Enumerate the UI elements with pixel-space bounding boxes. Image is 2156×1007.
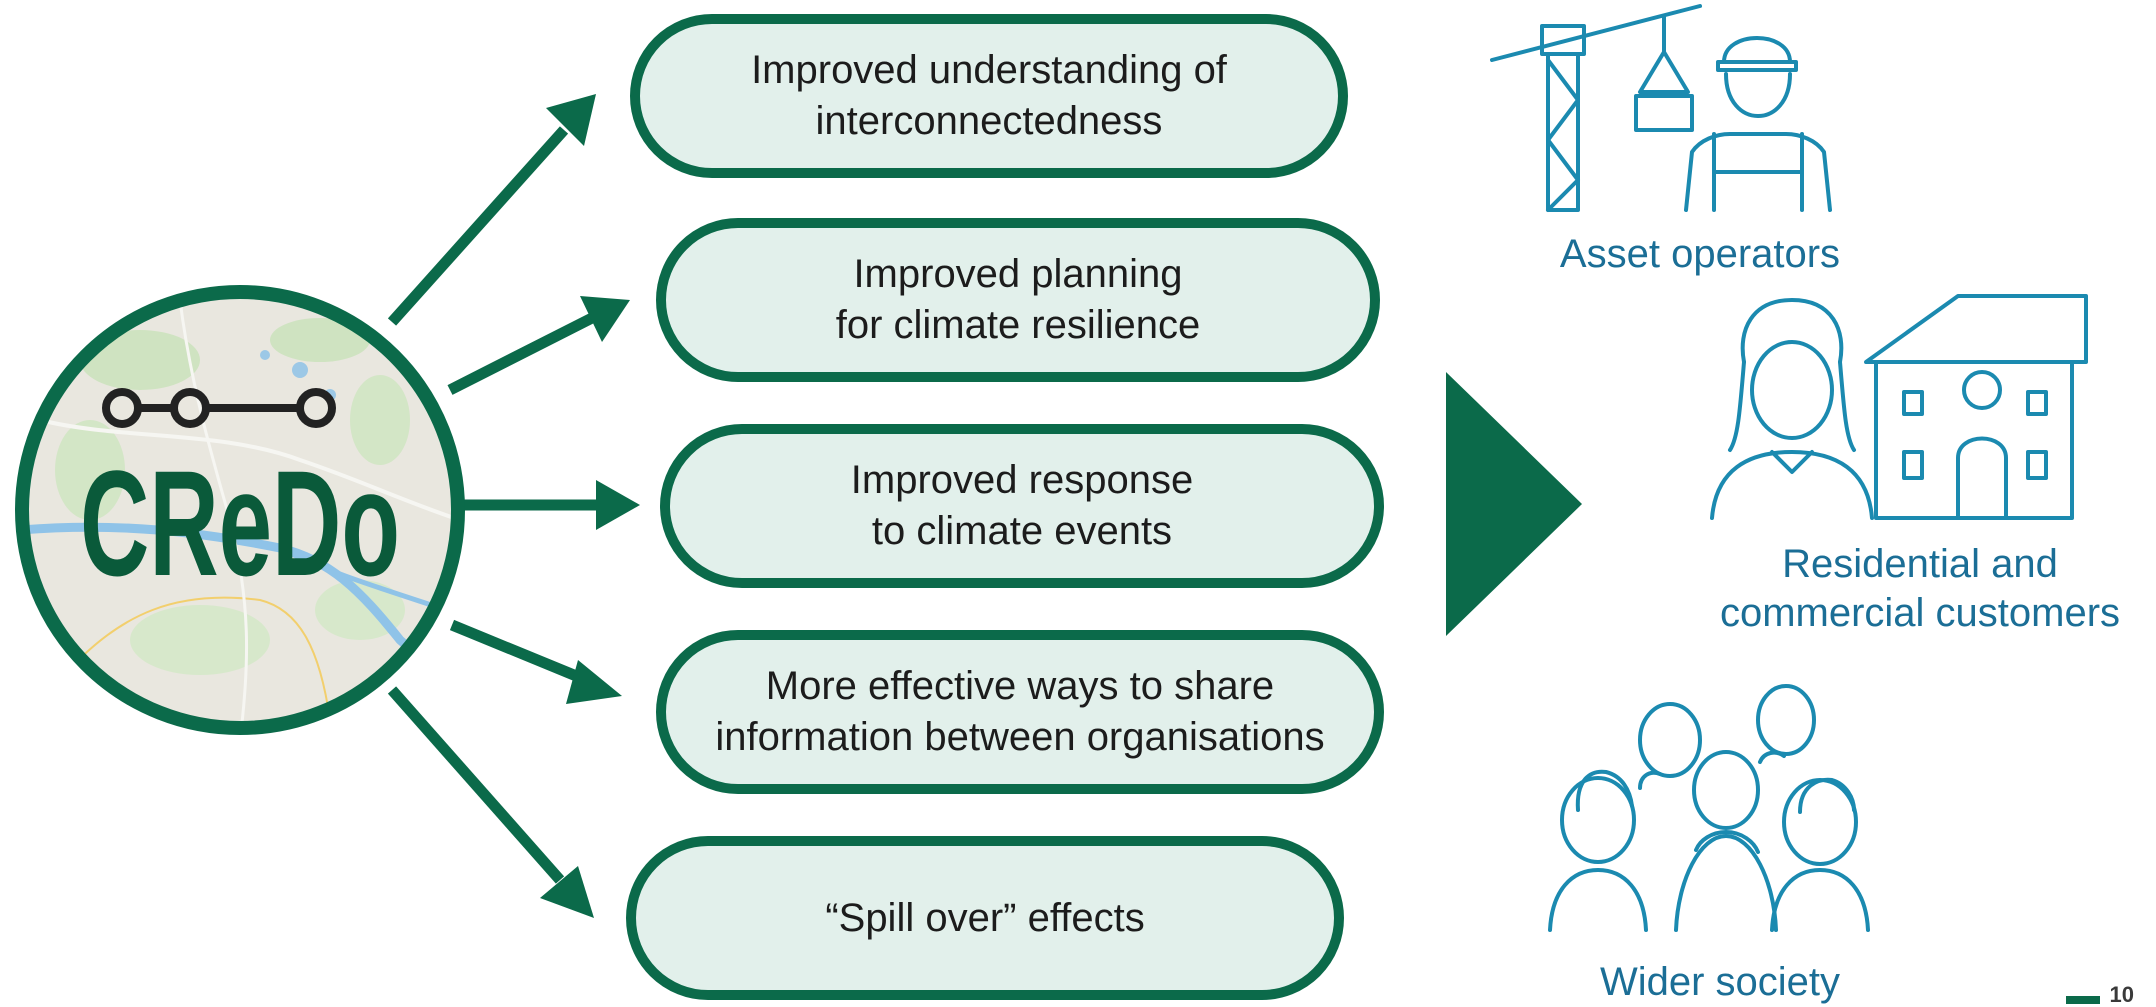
page-number: 10	[2109, 982, 2134, 1007]
benefit-pill-4: More effective ways to share information…	[656, 630, 1384, 794]
credo-logo-text: CReDo	[80, 439, 400, 607]
crane-worker-icon	[1490, 4, 1832, 212]
benefit-pill-2: Improved planning for climate resilience	[656, 218, 1380, 382]
beneficiary-label-customers: Residential and commercial customers	[1719, 542, 2121, 635]
benefit-label-3: Improved response to climate events	[850, 458, 1194, 553]
page-badge-bar	[2065, 996, 2100, 1004]
benefit-label-1: Improved understanding of interconnected…	[751, 48, 1227, 143]
crowd-icon	[1548, 684, 1870, 932]
credo-logo-map-icon: CReDo	[15, 285, 465, 735]
arrow-to-benefit-4	[449, 619, 622, 704]
benefit-pill-3: Improved response to climate events	[660, 424, 1384, 588]
benefit-label-5: “Spill over” effects	[825, 895, 1145, 940]
arrow-to-benefit-1	[387, 94, 596, 326]
page-number-badge: 10	[2065, 984, 2134, 1006]
benefit-pill-5: “Spill over” effects	[626, 836, 1344, 1000]
arrow-to-benefit-3	[460, 480, 640, 530]
benefit-label-4: More effective ways to share information…	[715, 664, 1325, 759]
benefit-label-2: Improved planning for climate resilience	[835, 252, 1201, 347]
benefit-pill-1: Improved understanding of interconnected…	[630, 14, 1348, 178]
beneficiary-label-wider-society: Wider society	[1599, 960, 1841, 1004]
beneficiary-label-asset-operators: Asset operators	[1559, 232, 1841, 276]
arrow-to-benefit-2	[447, 296, 630, 395]
arrow-to-benefit-5	[387, 686, 594, 918]
person-house-icon	[1710, 294, 2088, 520]
play-triangle-icon	[1446, 372, 1582, 636]
